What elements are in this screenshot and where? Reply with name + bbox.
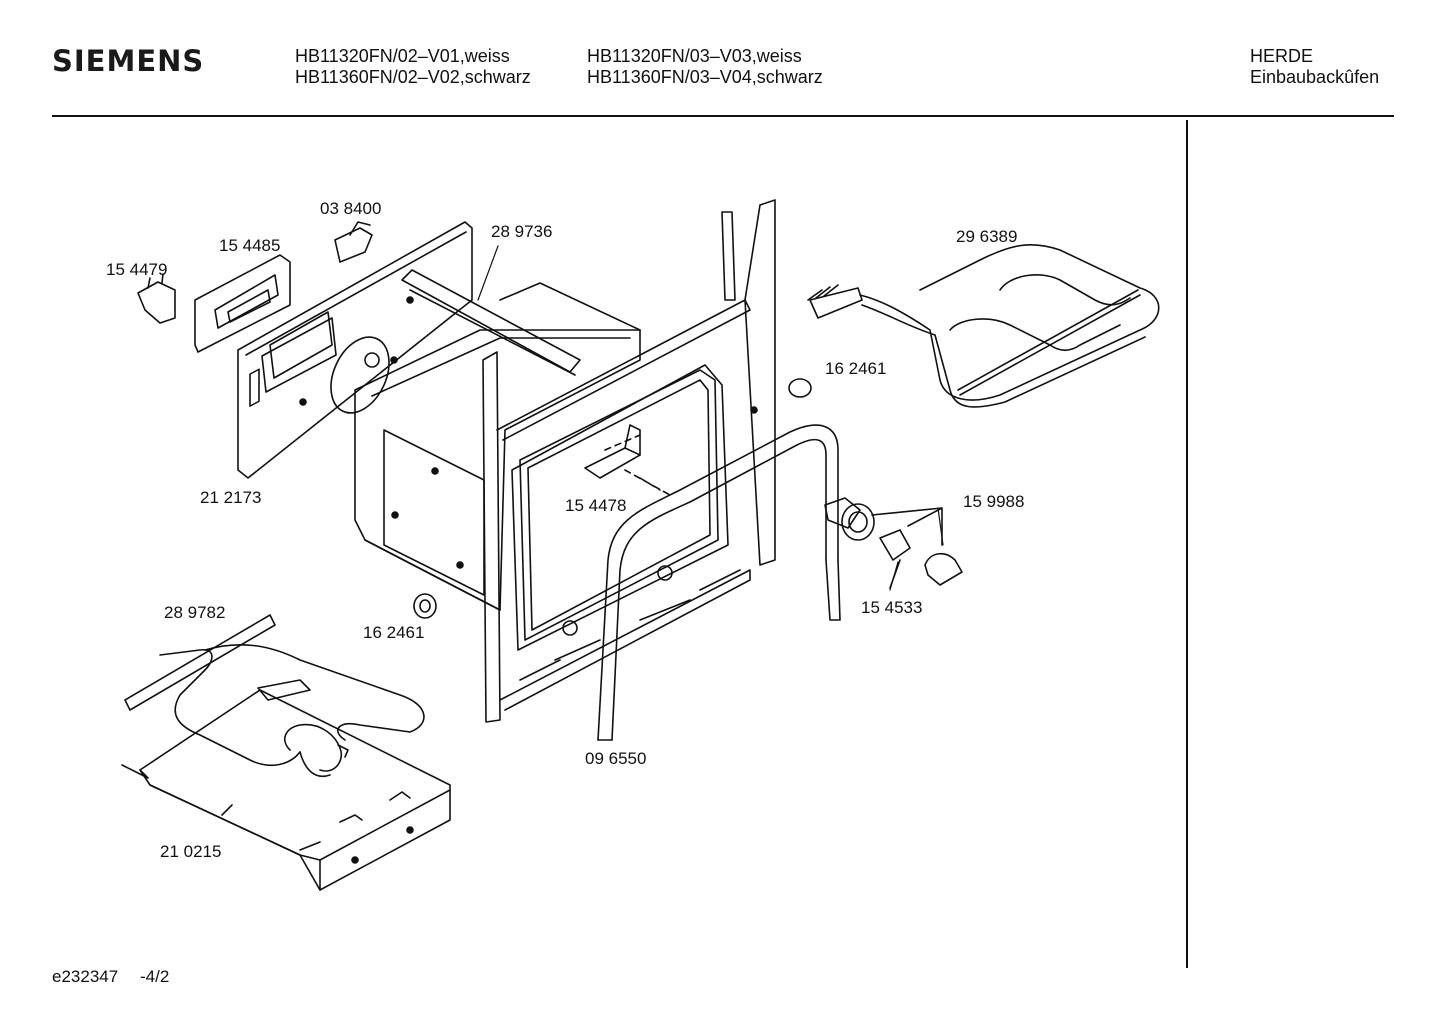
sidebar-divider	[1186, 120, 1188, 968]
part-number-label: 28 9782	[164, 603, 226, 622]
oven-muffle-part	[354, 282, 641, 611]
part-number-label: 15 4479	[106, 260, 168, 279]
part-number-label: 28 9736	[491, 222, 553, 241]
rail-part	[401, 269, 581, 376]
plug-hole	[419, 599, 431, 613]
bottom-tray-part	[121, 679, 451, 891]
model-line: HB11360FN/03–V04,schwarz	[587, 67, 823, 87]
part-number-label: 21 0215	[160, 842, 222, 861]
document-id: e232347	[52, 967, 119, 986]
oven-lamp-part	[824, 497, 963, 589]
category-block: HERDE Einbaubackûfen	[1250, 46, 1379, 88]
bracket-part	[334, 221, 373, 263]
page-indicator: -4/2	[140, 967, 170, 986]
switch-part	[137, 273, 176, 324]
part-number-label: 09 6550	[585, 749, 647, 768]
part-number-label: 15 9988	[963, 492, 1025, 511]
clip-part	[584, 424, 671, 496]
door-seal-part	[597, 424, 841, 741]
part-number-label: 16 2461	[825, 359, 887, 378]
part-number-label: 15 4478	[565, 496, 627, 515]
model-line: HB11360FN/02–V02,schwarz	[295, 67, 531, 87]
category-title: HERDE	[1250, 46, 1314, 66]
part-number-label: 21 2173	[200, 488, 262, 507]
part-number-label: 15 4485	[219, 236, 281, 255]
part-number-label: 03 8400	[320, 199, 382, 218]
part-number-label: 15 4533	[861, 598, 923, 617]
model-line: HB11320FN/02–V01,weiss	[295, 46, 510, 66]
grill-element-part	[807, 244, 1160, 408]
front-frame-part	[482, 199, 776, 723]
model-line: HB11320FN/03–V03,weiss	[587, 46, 802, 66]
category-subtitle: Einbaubackûfen	[1250, 67, 1380, 87]
header-divider	[52, 115, 1394, 117]
switch-housing-part	[194, 254, 291, 353]
part-number-label: 16 2461	[363, 623, 425, 642]
model-list-1: HB11320FN/02–V01,weiss HB11360FN/02–V02,…	[295, 46, 531, 88]
side-panel-part	[237, 221, 473, 479]
model-list-2: HB11320FN/03–V03,weiss HB11360FN/03–V04,…	[587, 46, 823, 88]
leader-lines	[477, 245, 944, 591]
siemens-logo: SIEMENS	[52, 44, 205, 78]
plug-part	[788, 378, 812, 398]
bottom-heater-part	[124, 614, 425, 777]
part-number-label: 29 6389	[956, 227, 1018, 246]
plug-part	[413, 593, 437, 619]
